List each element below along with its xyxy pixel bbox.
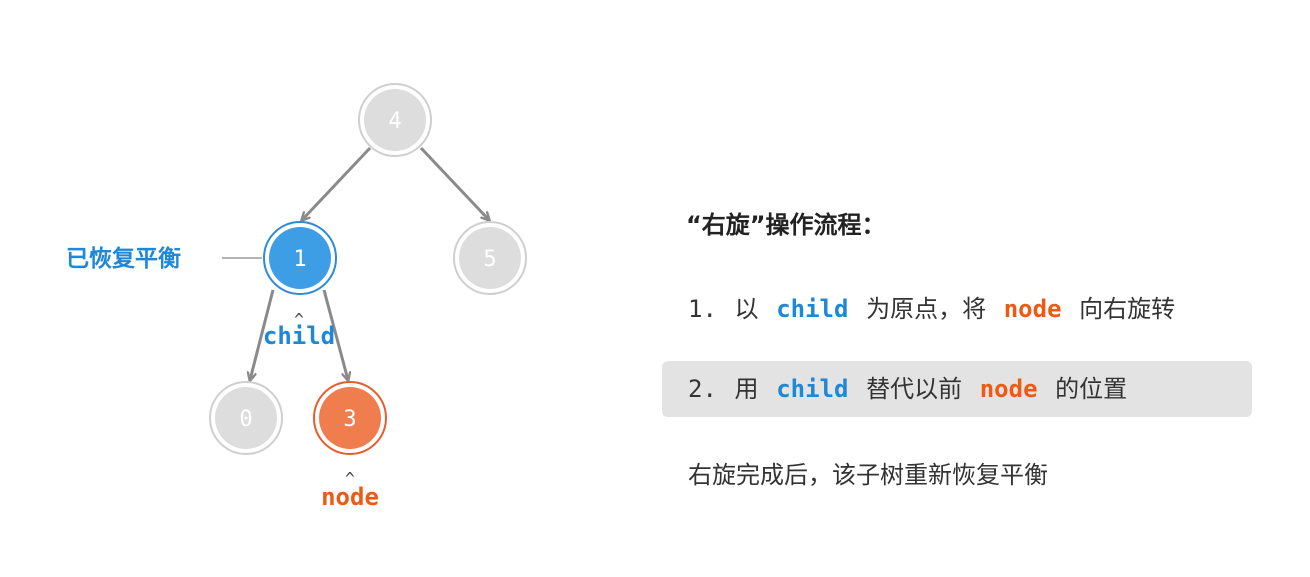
- edge-4-1: [302, 146, 372, 220]
- step-1-pre: 以: [734, 295, 759, 323]
- tree-node-5: 5: [453, 221, 527, 295]
- node-pointer-icon: ^: [345, 469, 355, 488]
- step-2-mid: 替代以前: [866, 375, 963, 403]
- step-1-number: 1.: [688, 295, 717, 323]
- step-2: 2. 用 child 替代以前 node 的位置: [662, 361, 1252, 417]
- edge-1-0: [250, 289, 275, 380]
- edge-1-3: [322, 289, 348, 380]
- step-2-post: 的位置: [1055, 375, 1128, 403]
- step-2-node-code: node: [979, 375, 1038, 403]
- tree-diagram: 4 1 5 0 3 已恢复平衡 ^ child ^ node: [66, 83, 527, 511]
- step-2-number: 2.: [688, 375, 717, 403]
- balanced-label: 已恢复平衡: [66, 245, 181, 272]
- step-2-child-code: child: [776, 375, 849, 403]
- step-1: 1. 以 child 为原点，将 node 向右旋转: [662, 281, 1252, 337]
- tree-node-1: 1: [263, 221, 337, 295]
- child-pointer-icon: ^: [294, 310, 304, 329]
- tree-node-1-label: 1: [293, 247, 306, 272]
- edge-4-5: [419, 146, 489, 220]
- step-1-post: 向右旋转: [1079, 295, 1176, 323]
- tree-node-0: 0: [209, 381, 283, 455]
- step-1-mid: 为原点，将: [866, 295, 987, 323]
- tree-node-3: 3: [313, 381, 387, 455]
- tree-node-5-label: 5: [483, 247, 496, 272]
- step-1-child-code: child: [776, 295, 849, 323]
- panel-title: “右旋”操作流程：: [686, 211, 886, 239]
- step-2-pre: 用: [734, 375, 759, 403]
- tree-node-3-label: 3: [343, 407, 356, 432]
- tree-node-0-label: 0: [239, 407, 252, 432]
- step-1-node-code: node: [1003, 295, 1062, 323]
- tree-node-4-label: 4: [388, 109, 401, 134]
- child-label: child: [263, 322, 335, 350]
- tree-node-4: 4: [358, 83, 432, 157]
- summary-text: 右旋完成后，该子树重新恢复平衡: [688, 461, 1048, 489]
- node-label: node: [321, 483, 379, 511]
